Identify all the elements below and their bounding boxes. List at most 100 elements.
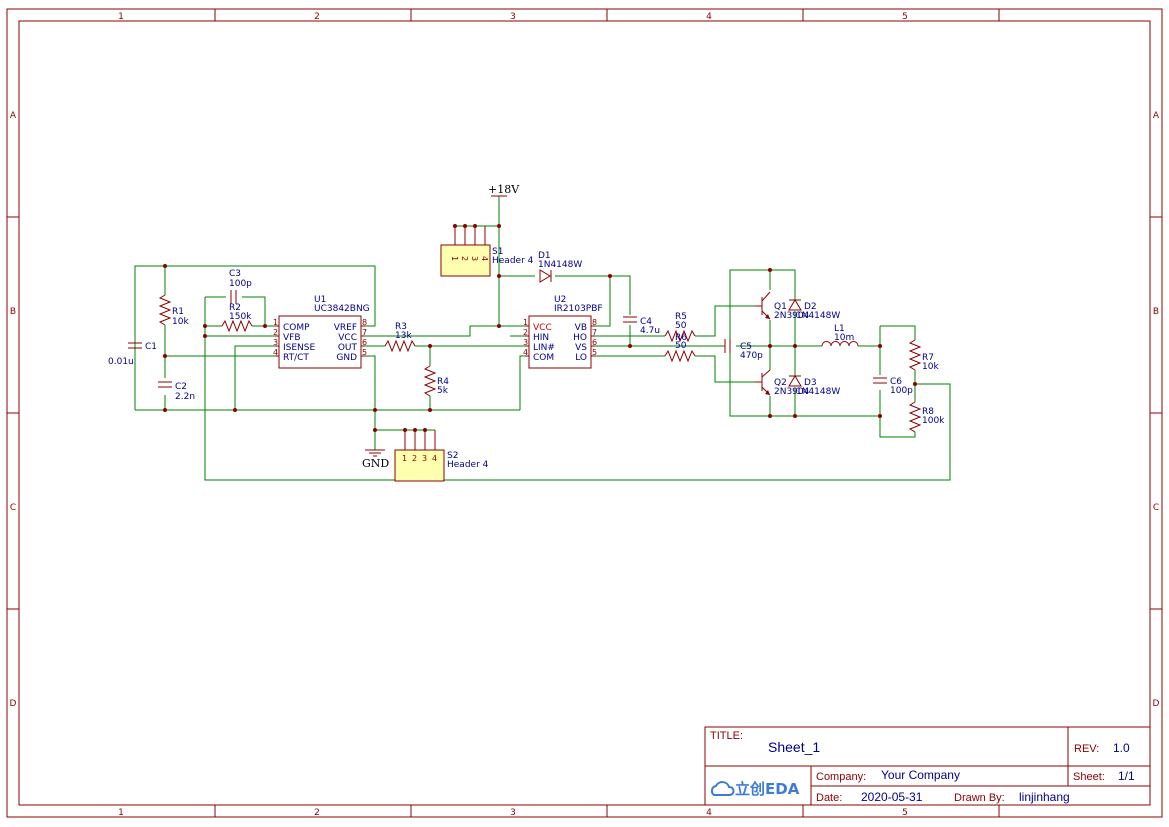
- pin-number: 8: [362, 318, 367, 327]
- diode-d3[interactable]: D3 1N4148W: [788, 375, 840, 397]
- cloud-icon: [710, 781, 735, 796]
- pin-name: VFB: [283, 333, 301, 343]
- capacitor-c4[interactable]: C4 4.7u: [623, 316, 660, 336]
- transistor-q2[interactable]: Q2 2N3904: [755, 369, 810, 397]
- pin-number: 4: [523, 348, 528, 357]
- diode-d1[interactable]: D1 1N4148W: [538, 251, 582, 283]
- pin-name: COMP: [283, 323, 310, 333]
- component-ref: U2: [554, 295, 566, 305]
- component-value: 150k: [229, 312, 252, 322]
- pin-number: 3: [422, 454, 427, 463]
- component-ref: C6: [890, 377, 902, 387]
- lceda-logo: 立创EDA: [710, 780, 800, 798]
- pin-name: VREF: [334, 323, 357, 333]
- resistor-r5[interactable]: R5 50: [664, 312, 696, 343]
- component-value: Header 4: [492, 256, 534, 266]
- title-block: TITLE: Sheet_1 REV: 1.0 Company: Your Co…: [704, 726, 1151, 806]
- inductor-l1[interactable]: L1 10m: [821, 324, 859, 347]
- resistor-r2[interactable]: R2 150k: [221, 303, 253, 333]
- component-ref: D1: [538, 251, 551, 261]
- header-s1[interactable]: 1 2 3 4 S1 Header 4: [440, 226, 534, 277]
- drawing-frame: 1 2 3 4 5 1 2 3 4 5 A B C D A B C D: [6, 8, 1163, 818]
- component-value: IR2103PBF: [554, 304, 603, 314]
- resistor-r1[interactable]: R1 10k: [158, 294, 189, 327]
- row-label: D: [1153, 699, 1160, 709]
- pin-name: HIN: [533, 333, 549, 343]
- component-value: 10k: [172, 317, 189, 327]
- vplus-label: +18V: [488, 183, 520, 196]
- capacitor-c1[interactable]: C1 0.01u: [108, 342, 157, 367]
- pin-name: RT/CT: [283, 353, 309, 363]
- header-s2[interactable]: 1 2 3 4 S2 Header 4: [394, 430, 489, 482]
- component-ref: C5: [740, 342, 752, 352]
- resistor-r4[interactable]: R4 5k: [423, 365, 449, 397]
- capacitor-c5[interactable]: C5 470p: [724, 339, 763, 361]
- component-ref: D3: [804, 378, 817, 388]
- drawn-by-value: linjinhang: [1019, 790, 1070, 804]
- pin-name: OUT: [338, 343, 358, 353]
- component-value: 1N4148W: [796, 311, 840, 321]
- pin-name: LIN#: [533, 343, 555, 353]
- component-ref: R8: [922, 407, 934, 417]
- component-value: UC3842BNG: [314, 304, 370, 314]
- component-ref: R2: [229, 303, 241, 313]
- column-label: 4: [706, 808, 712, 818]
- date-label: Date:: [816, 792, 842, 804]
- column-label: 2: [314, 808, 320, 818]
- ic-u1[interactable]: U1 UC3842BNG COMP VFB ISENSE RT/CT 1 2 3…: [273, 295, 370, 369]
- component-value: 470p: [740, 351, 763, 361]
- ic-u2[interactable]: U2 IR2103PBF VCC HIN LIN# COM 1 2 3 4 VB…: [523, 295, 603, 369]
- resistor-r6[interactable]: R6 50: [664, 333, 696, 363]
- resistor-r8[interactable]: R8 100k: [908, 401, 945, 433]
- pin-number: 3: [470, 256, 479, 261]
- sheet-value: 1/1: [1118, 769, 1135, 783]
- pin-name: VCC: [533, 323, 552, 333]
- row-label: D: [10, 699, 17, 709]
- component-value: 2N3904: [774, 311, 810, 321]
- pin-number: 5: [592, 348, 597, 357]
- row-label: A: [1153, 111, 1160, 121]
- power-18v: +18V: [488, 183, 520, 197]
- component-ref: C2: [175, 382, 187, 392]
- junctions: [163, 224, 917, 432]
- component-ref: D2: [804, 302, 817, 312]
- capacitor-c2[interactable]: C2 2.2n: [158, 381, 195, 402]
- diode-d2[interactable]: D2 1N4148W: [788, 299, 840, 321]
- component-value: 100p: [890, 386, 913, 396]
- row-label: C: [10, 503, 16, 513]
- pin-number: 6: [592, 338, 597, 347]
- component-ref: C4: [640, 317, 652, 327]
- pin-number: 2: [273, 328, 278, 337]
- pin-number: 4: [480, 256, 489, 261]
- component-value: 0.01u: [108, 357, 134, 367]
- pin-name: ISENSE: [283, 343, 315, 353]
- capacitor-c3[interactable]: C3 100p: [229, 269, 252, 304]
- component-value: 5k: [437, 386, 449, 396]
- component-ref: C1: [145, 342, 157, 352]
- column-label: 5: [902, 12, 908, 22]
- pin-name: GND: [336, 353, 357, 363]
- component-value: 13k: [395, 331, 412, 341]
- component-ref: Q2: [774, 378, 787, 388]
- column-label: 3: [510, 12, 516, 22]
- pin-number: 5: [362, 348, 367, 357]
- transistor-q1[interactable]: Q1 2N3904: [755, 291, 810, 321]
- pin-name: COM: [533, 353, 554, 363]
- column-label: 4: [706, 12, 712, 22]
- resistor-r3[interactable]: R3 13k: [384, 322, 416, 353]
- capacitor-c6[interactable]: C6 100p: [873, 377, 913, 396]
- component-ref: S1: [492, 247, 503, 257]
- company-label: Company:: [816, 771, 866, 783]
- column-label: 2: [314, 12, 320, 22]
- component-ref: R6: [675, 333, 687, 343]
- resistor-r7[interactable]: R7 10k: [908, 339, 939, 372]
- pin-number: 2: [523, 328, 528, 337]
- component-ref: Q1: [774, 302, 787, 312]
- pin-number: 2: [460, 256, 469, 261]
- component-ref: R5: [675, 312, 687, 322]
- wires: [134, 196, 951, 481]
- component-value: 1N4148W: [796, 387, 840, 397]
- component-value: 1N4148W: [538, 260, 582, 270]
- component-value: 100k: [922, 416, 945, 426]
